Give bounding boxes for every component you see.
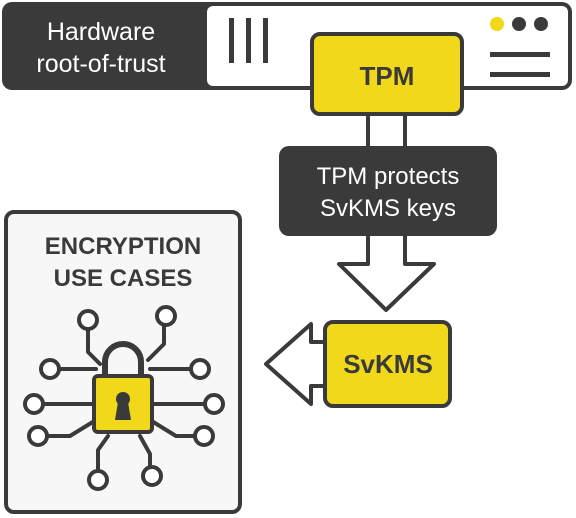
use-cases-title-line1: ENCRYPTION (45, 233, 201, 260)
padlock-circuit-icon (23, 305, 225, 491)
status-dot-yellow-icon (490, 17, 504, 31)
svkms-box: SvKMS (323, 320, 452, 408)
hardware-root-of-trust-panel: Hardware root-of-trust (2, 2, 572, 90)
keyhole-icon (115, 392, 131, 420)
slot-bars-icon (229, 18, 268, 63)
tpm-protects-box: TPM protects SvKMS keys (279, 146, 497, 236)
status-dot-dark-icon (534, 17, 548, 31)
svkms-label: SvKMS (343, 349, 433, 379)
protect-line2: SvKMS keys (320, 195, 456, 222)
hardware-label-line1: Hardware (47, 18, 155, 46)
down-arrow-icon (337, 232, 436, 312)
status-dot-dark-icon (512, 17, 526, 31)
encryption-use-cases-panel: ENCRYPTION USE CASES (4, 210, 242, 514)
connector-tpm-to-protect (366, 110, 407, 150)
menu-lines-icon (490, 52, 550, 77)
hardware-label-line2: root-of-trust (36, 50, 165, 78)
tpm-box: TPM (310, 32, 464, 116)
left-arrow-icon (264, 322, 329, 406)
tpm-label: TPM (360, 61, 415, 91)
use-cases-title-line2: USE CASES (54, 265, 193, 292)
protect-line1: TPM protects (317, 163, 460, 190)
